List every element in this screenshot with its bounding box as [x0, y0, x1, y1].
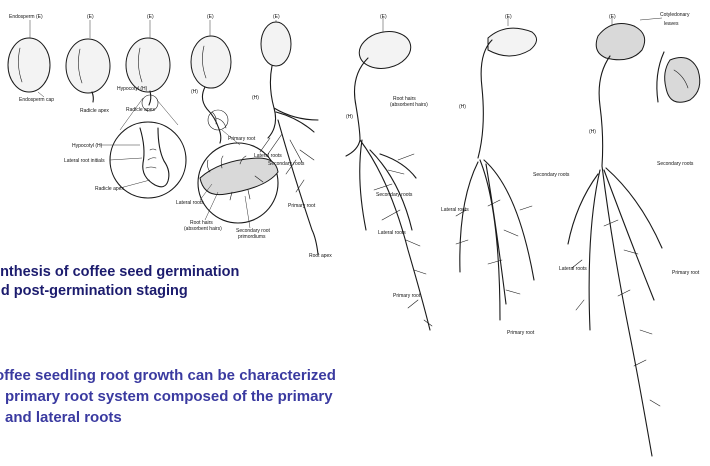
label-primary-root-stage8: Primary root [672, 270, 700, 276]
label-lateral-roots-stage7: Lateral roots [441, 207, 469, 213]
label-lateral-root-initials: Lateral root initials [64, 158, 105, 164]
label-e-stage2: (E) [87, 14, 94, 20]
label-primary-root-stage4: Primary root [228, 136, 256, 142]
label-radicle-apex-circle: Radicle apex [95, 186, 124, 192]
label-secondary-roots-stage7: Secondary roots [533, 172, 570, 178]
stage-5-seedling: (E) (H) Lateral roots Secondary roots Pr… [252, 14, 332, 259]
label-lateral-roots-stage6: Lateral roots [378, 230, 406, 236]
heading-line-1: ynthesis of coffee seed germination [0, 263, 239, 282]
cotyledon-detail [657, 52, 700, 102]
label-endosperm-e: Endosperm (E) [9, 14, 43, 20]
label-leaves: leaves [664, 21, 679, 27]
label-h-stage6: (H) [346, 114, 353, 120]
label-lateral-roots-circle: Lateral roots [176, 200, 204, 206]
label-hypocotyl-circle: Hypocotyl (H) [72, 143, 103, 149]
slide-heading: ynthesis of coffee seed germination nd p… [0, 263, 239, 301]
stage-4-seed: (E) (H) Primary root [191, 14, 256, 145]
label-endosperm-cap: Endosperm cap [19, 97, 54, 103]
label-lateral-roots-stage8: Lateral roots [559, 266, 587, 272]
stage-2-seed: (E) Radicle apex [66, 14, 110, 114]
stage-3-seed: (E) Hypocotyl (H) Radicle apex [117, 14, 178, 130]
label-primary-root-stage6: Primary root [393, 293, 421, 299]
body-line-3: and lateral roots [0, 407, 336, 428]
heading-line-2: nd post-germination staging [0, 282, 239, 301]
label-e-stage5: (E) [273, 14, 280, 20]
body-line-1: offee seedling root growth can be charac… [0, 365, 336, 386]
stage-1-seed: Endosperm (E) Endosperm cap [8, 14, 54, 103]
label-lateral-roots-stage5: Lateral roots [254, 153, 282, 159]
label-h-stage7: (H) [459, 104, 466, 110]
label-hypocotyl-stage3: Hypocotyl (H) [117, 86, 148, 92]
label-root-apex: Root apex [309, 253, 332, 259]
label-h-stage5: (H) [252, 95, 259, 101]
stage-7-seedling: (E) (H) Secondary roots Lateral roots Pr… [441, 14, 570, 336]
label-absorbent-hairs-stage6: (absorbent hairs) [390, 102, 428, 108]
label-primordiums: primordiums [238, 234, 266, 240]
label-e-stage8: (E) [609, 14, 616, 20]
label-e-stage6: (E) [380, 14, 387, 20]
label-primary-root-stage7: Primary root [507, 330, 535, 336]
label-e-stage4: (E) [207, 14, 214, 20]
body-line-2: primary root system composed of the prim… [0, 386, 336, 407]
label-secondary-roots-stage8: Secondary roots [657, 161, 694, 167]
label-cotyledonary: Cotyledonary [660, 12, 690, 18]
magnified-radicle-circle: Hypocotyl (H) Lateral root initials Radi… [64, 122, 186, 198]
label-secondary-roots-stage5: Secondary roots [268, 161, 305, 167]
label-h-stage8: (H) [589, 129, 596, 135]
label-h-stage4: (H) [191, 89, 198, 95]
label-primary-root-stage5: Primary root [288, 203, 316, 209]
label-absorbent-hairs-circle: (absorbent hairs) [184, 226, 222, 232]
label-e-stage7: (E) [505, 14, 512, 20]
label-radicle-apex-stage2: Radicle apex [80, 108, 109, 114]
label-e-stage3: (E) [147, 14, 154, 20]
label-radicle-apex-stage3: Radicle apex [126, 107, 155, 113]
stage-6-seedling: (E) (H) Root hairs (absorbent hairs) Sec… [346, 14, 432, 330]
label-secondary-roots-stage6: Secondary roots [376, 192, 413, 198]
slide-body-text: offee seedling root growth can be charac… [0, 365, 336, 428]
